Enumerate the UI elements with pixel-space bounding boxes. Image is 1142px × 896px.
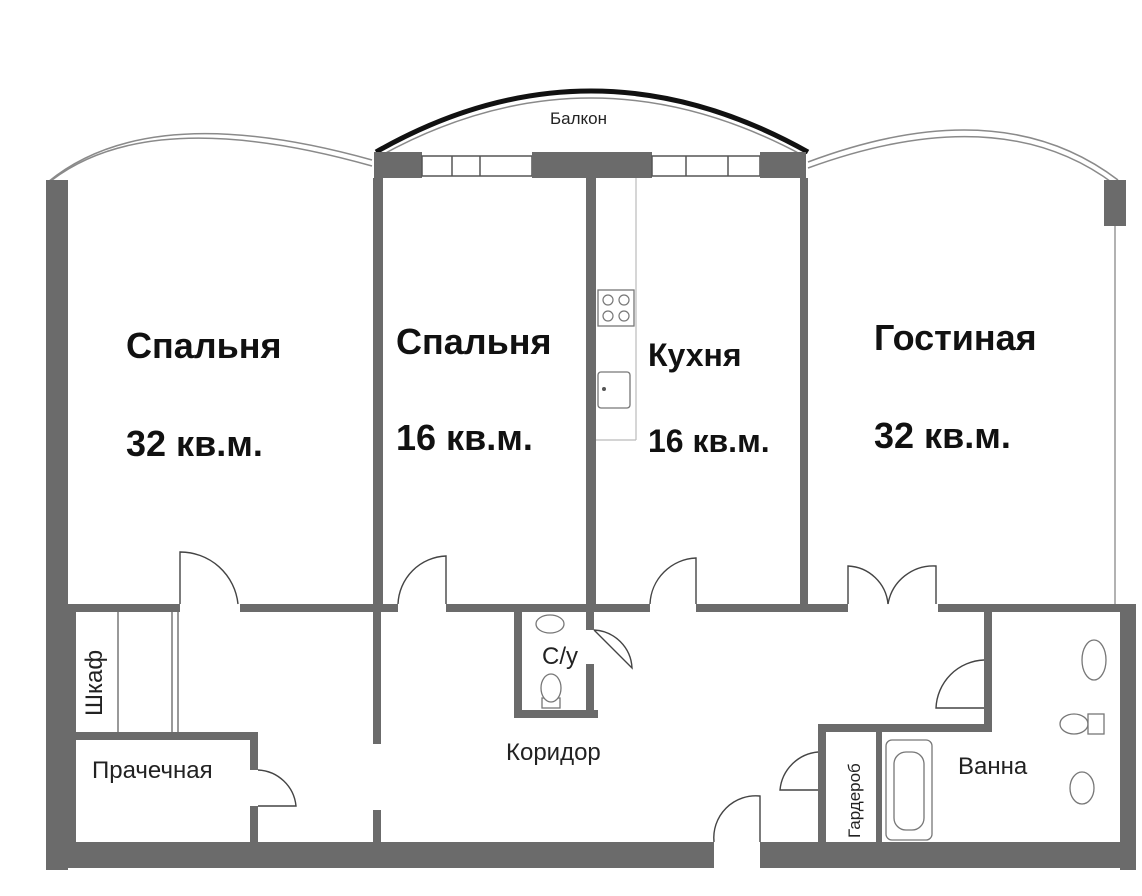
- corridor-label: Коридор: [506, 739, 601, 766]
- bedroom1-area: 32 кв.м.: [126, 423, 263, 464]
- outer-wall-bottom: [46, 842, 714, 868]
- kitchen-name: Кухня: [648, 337, 742, 373]
- bath-sink-icon: [1081, 639, 1107, 681]
- kitchen-sink-icon: [597, 371, 631, 409]
- wardrobe-label: Гардероб: [845, 763, 864, 838]
- wc-sink-icon: [535, 614, 565, 634]
- balcony-railing: [374, 88, 810, 155]
- bathroom-label: Ванна: [958, 753, 1028, 780]
- bedroom2-area: 16 кв.м.: [396, 417, 533, 458]
- bath-toilet-icon: [1059, 713, 1089, 735]
- outer-wall-right: [1120, 604, 1136, 870]
- outer-wall-left: [46, 180, 68, 870]
- living-room-area: 32 кв.м.: [874, 415, 1011, 456]
- bedroom1-name: Спальня: [126, 325, 282, 366]
- laundry-label: Прачечная: [92, 757, 213, 784]
- wc-label: С/у: [542, 643, 578, 670]
- right-bay-window: [807, 129, 1119, 181]
- bedroom2-name: Спальня: [396, 321, 552, 362]
- left-bay-window: [47, 132, 373, 183]
- closet-label: Шкаф: [81, 650, 108, 716]
- living-room-name: Гостиная: [874, 317, 1037, 358]
- kitchen-area: 16 кв.м.: [648, 423, 770, 459]
- stove-icon: [597, 289, 635, 327]
- balcony-label: Балкон: [550, 109, 607, 128]
